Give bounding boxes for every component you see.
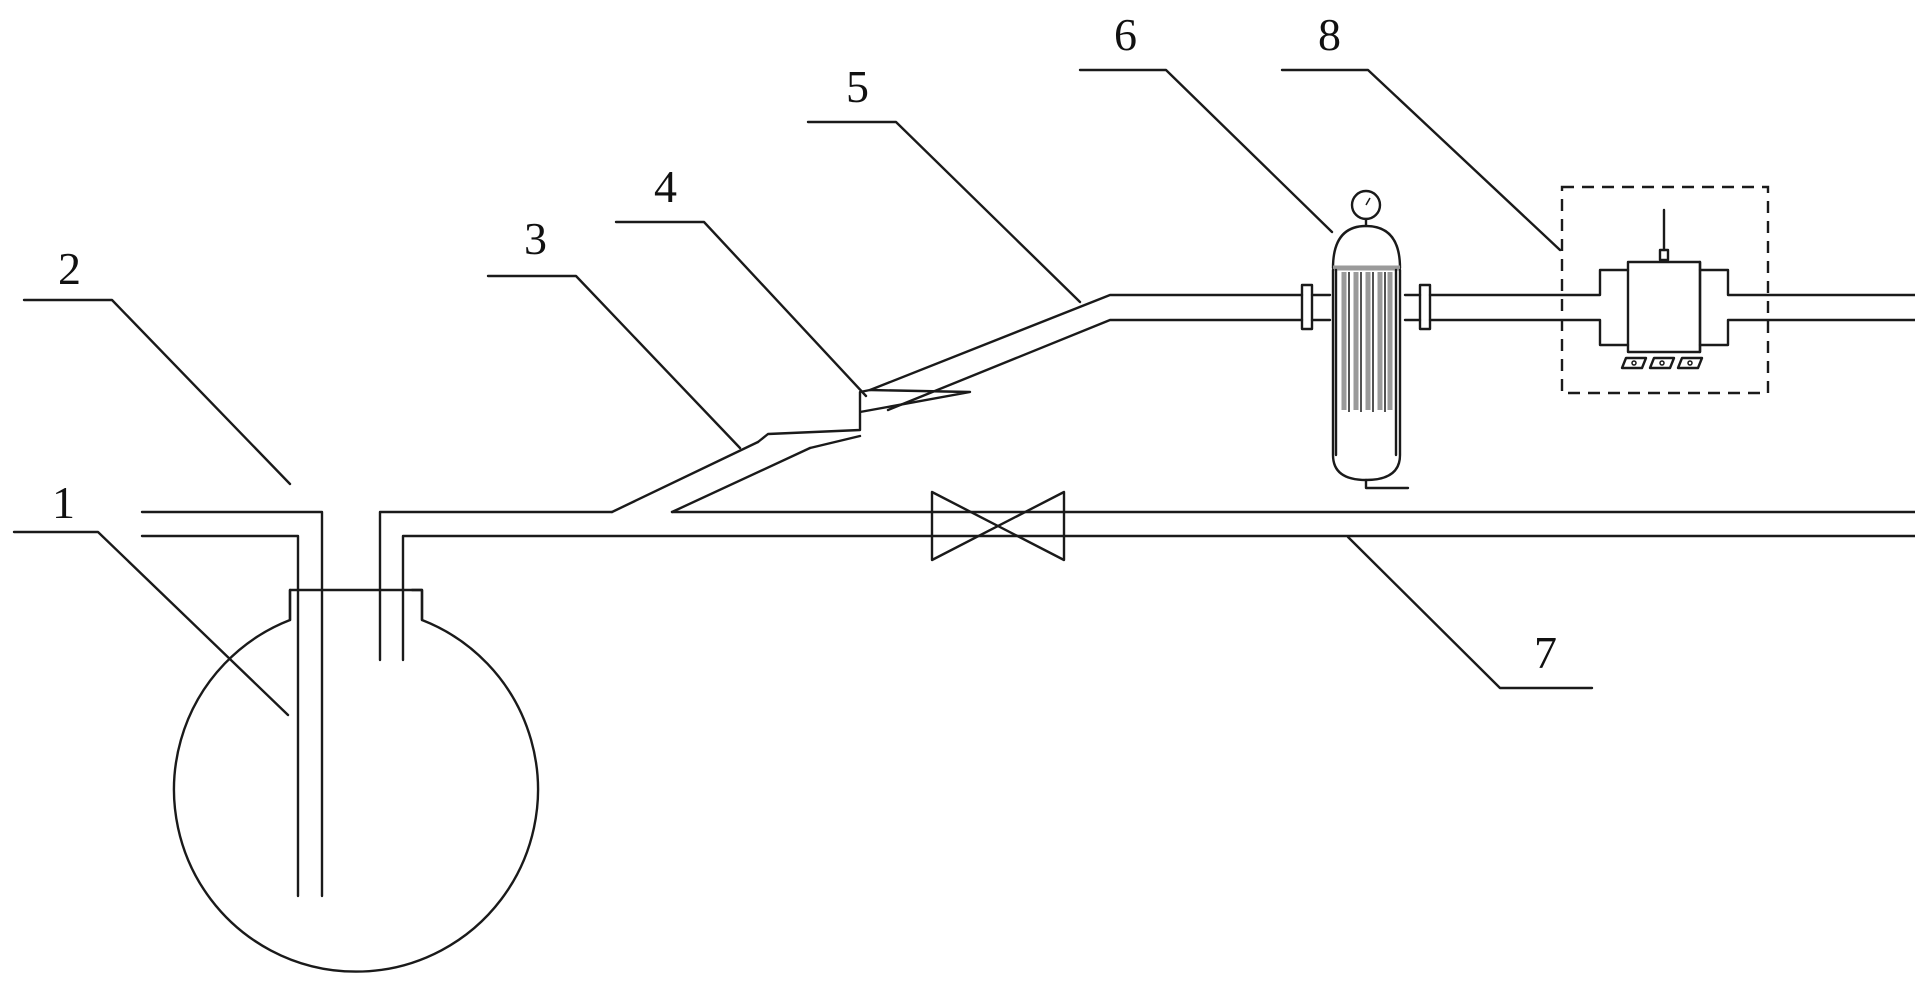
label-3: 3 [524, 213, 547, 264]
label-6: 6 [1114, 9, 1137, 60]
check-valve [756, 388, 972, 450]
filter-vessel [1300, 189, 1432, 490]
label-4: 4 [654, 161, 677, 212]
outlet-tube [378, 510, 1915, 662]
rising-pipe [868, 293, 1304, 412]
outlet-pipe [1428, 268, 1915, 347]
round-flask [172, 588, 540, 973]
label-5: 5 [846, 61, 869, 112]
sensor-module [1560, 185, 1770, 395]
label-7: 7 [1534, 627, 1557, 678]
label-8: 8 [1318, 9, 1341, 60]
branch-pipe [610, 440, 812, 514]
label-2: 2 [58, 243, 81, 294]
inlet-tube [140, 510, 324, 898]
leader-lines [12, 68, 1594, 717]
gate-valve [930, 490, 1066, 562]
label-1: 1 [52, 477, 75, 528]
component-labels: 1 2 3 4 5 6 8 7 [52, 9, 1557, 678]
